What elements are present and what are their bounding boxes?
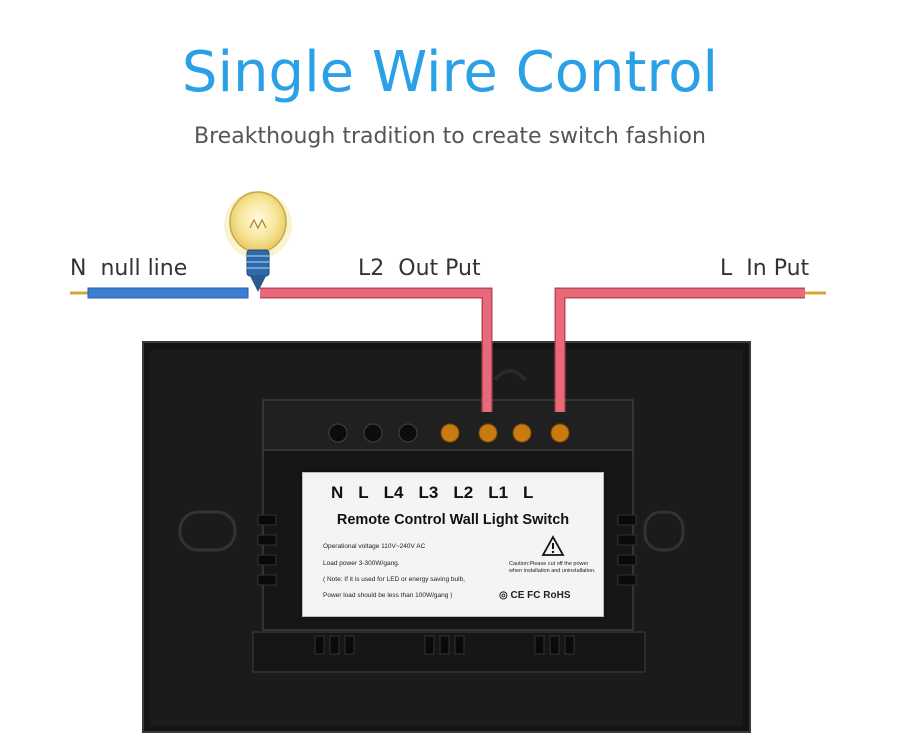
spec-voltage: Operational voltage 110V~240V AC: [323, 543, 426, 550]
spec-note-2: Power load should be less than 100W/gang…: [323, 592, 453, 599]
output-wire: [260, 287, 493, 412]
vent-slots: [257, 514, 637, 655]
terminal-label: L2: [453, 483, 474, 502]
wifi-icon: ◎: [499, 590, 508, 601]
product-name: Remote Control Wall Light Switch: [336, 512, 570, 528]
spec-load: Load power 3-300W/gang.: [323, 560, 400, 567]
terminal-label: L1: [488, 483, 509, 502]
output-wire-label: L2 Out Put: [358, 256, 481, 281]
terminal-screws: [328, 423, 570, 443]
page-title: Single Wire Control: [181, 40, 719, 105]
caution-text: Caution:Please cut off the power when in…: [509, 561, 596, 574]
terminal-label: L: [358, 483, 369, 502]
spec-note: ( Note: If it is used for LED or energy …: [323, 576, 465, 583]
certification-marks: ◎ CE FC RoHS: [499, 590, 571, 601]
neutral-wire: [70, 287, 249, 299]
terminal-label: L3: [418, 483, 439, 502]
product-label: N L L4 L3 L2 L1 L Remote Control Wall Li…: [302, 472, 604, 617]
terminal-label: L: [523, 483, 534, 502]
input-wire: [554, 287, 826, 412]
input-wire-label: L In Put: [720, 256, 810, 281]
warning-icon: [541, 535, 565, 556]
neutral-wire-label: N null line: [70, 256, 188, 281]
terminal-label: L4: [383, 483, 404, 502]
terminal-labels: N L L4 L3 L2 L1 L: [331, 483, 533, 503]
terminal-label: N: [331, 483, 344, 502]
light-bulb-icon: [224, 191, 292, 292]
page-subtitle: Breakthough tradition to create switch f…: [194, 124, 706, 149]
